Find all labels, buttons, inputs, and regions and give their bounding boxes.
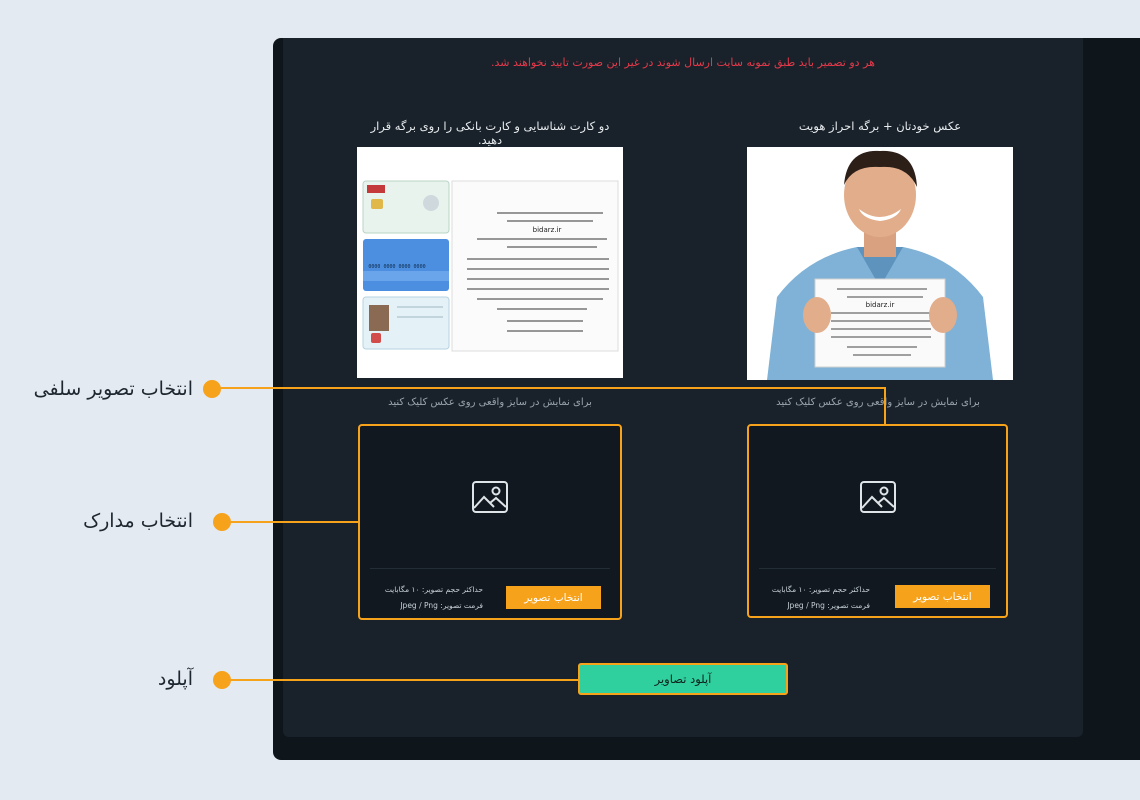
- callout-selfie-line-down: [884, 387, 886, 425]
- selfie-spec-size: حداکثر حجم تصویر: ۱۰ مگابایت: [771, 585, 870, 594]
- selfie-sample-image[interactable]: bidarz.ir: [747, 147, 1013, 380]
- documents-illustration: bidarz.ir 0000 0000 0000 0000: [357, 147, 623, 378]
- selfie-hint: برای نمایش در سایز واقعی روی عکس کلیک کن…: [776, 397, 980, 408]
- selfie-spec-format: فرمت تصویر: Jpeg / Png: [787, 601, 870, 610]
- documents-preview: [360, 426, 620, 568]
- documents-paper-site: bidarz.ir: [533, 226, 562, 234]
- image-placeholder-icon: [472, 481, 508, 513]
- documents-spec-size: حداکثر حجم تصویر: ۱۰ مگابایت: [384, 585, 483, 594]
- upload-divider: [759, 568, 996, 569]
- selfie-upload-box[interactable]: انتخاب تصویر حداکثر حجم تصویر: ۱۰ مگابای…: [747, 424, 1008, 618]
- callout-upload-label: آپلود: [157, 668, 193, 690]
- documents-spec-format: فرمت تصویر: Jpeg / Png: [400, 601, 483, 610]
- documents-title: دو کارت شناسایی و کارت بانکی را روی برگه…: [370, 119, 610, 147]
- documents-upload-box[interactable]: انتخاب تصویر حداکثر حجم تصویر: ۱۰ مگابای…: [358, 424, 622, 620]
- callout-selfie-line: [212, 387, 886, 389]
- upload-images-button[interactable]: آپلود تصاویر: [578, 663, 788, 695]
- selfie-illustration: bidarz.ir: [747, 147, 1013, 380]
- selfie-paper-site: bidarz.ir: [866, 301, 895, 309]
- documents-card-number: 0000 0000 0000 0000: [368, 264, 425, 270]
- callout-documents-label: انتخاب مدارک: [83, 510, 193, 532]
- selfie-title: عکس خودتان + برگه احراز هویت: [798, 119, 962, 133]
- documents-sample-image[interactable]: bidarz.ir 0000 0000 0000 0000: [357, 147, 623, 378]
- select-selfie-button[interactable]: انتخاب تصویر: [895, 585, 990, 608]
- notice-text: هر دو تصمیر باید طبق نمونه سایت ارسال شو…: [491, 56, 875, 69]
- callout-selfie-dot: [203, 380, 221, 398]
- select-documents-button[interactable]: انتخاب تصویر: [506, 586, 601, 609]
- callout-upload-line: [222, 679, 579, 681]
- callout-documents-line: [222, 521, 359, 523]
- image-placeholder-icon: [859, 481, 896, 513]
- upload-divider: [370, 568, 610, 569]
- documents-hint: برای نمایش در سایز واقعی روی عکس کلیک کن…: [388, 397, 592, 408]
- selfie-preview: [749, 426, 1006, 568]
- callout-selfie-label: انتخاب تصویر سلفی: [33, 378, 193, 400]
